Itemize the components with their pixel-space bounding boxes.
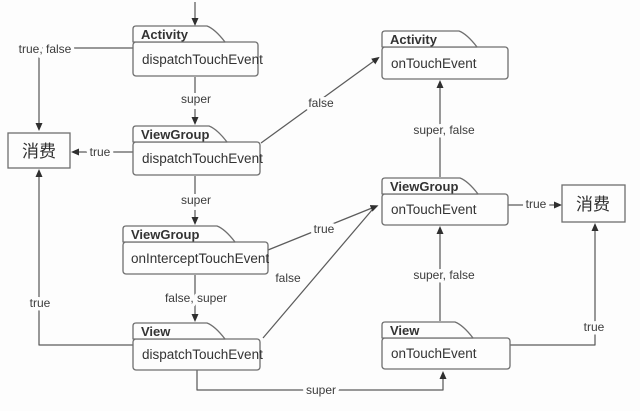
package-tab	[381, 321, 474, 339]
node-consume-left: 消费	[7, 132, 71, 169]
edge-true-intercept-to-vgontouch	[267, 205, 379, 251]
package-tab	[381, 177, 479, 195]
edge-labels: true, false super super false, super tru…	[15, 39, 608, 401]
node-title: ViewGroup	[390, 179, 458, 194]
edge-label-true-viewdispatch: true	[30, 296, 51, 310]
node-viewgroup-dispatchtouchevent: ViewGroup dispatchTouchEvent	[132, 125, 263, 176]
edge-label-true-false: true, false	[19, 42, 72, 56]
node-method: dispatchTouchEvent	[142, 347, 263, 362]
node-method: onTouchEvent	[391, 346, 477, 361]
edge-false-vgdispatch-to-activityontouch	[260, 56, 380, 144]
package-tab	[132, 322, 226, 340]
edge-label-super-false-bottom: super, false	[413, 268, 475, 282]
edge-label-super-2: super	[181, 193, 211, 207]
node-method: dispatchTouchEvent	[142, 52, 263, 67]
node-title: Activity	[390, 32, 438, 47]
consume-label: 消费	[22, 142, 56, 161]
node-activity-ontouchevent: Activity onTouchEvent	[381, 30, 509, 80]
node-method: dispatchTouchEvent	[142, 151, 263, 166]
edge-false-viewdispatch-to-vgontouch	[262, 209, 373, 339]
node-title: Activity	[141, 27, 189, 42]
edge-label-false-to-activity: false	[308, 96, 334, 110]
consume-box	[7, 132, 71, 169]
package-tab	[132, 25, 226, 43]
edge-label-super-1: super	[181, 92, 211, 106]
node-view-ontouchevent: View onTouchEvent	[381, 321, 511, 370]
edge-label-super-bottom: super	[306, 383, 336, 397]
node-method: onTouchEvent	[391, 202, 477, 217]
package-tab	[381, 30, 478, 48]
consume-label: 消费	[576, 195, 610, 214]
edge-label-true-intercept: true	[314, 222, 335, 236]
node-title: View	[390, 323, 420, 338]
edge-true-viewdispatch-to-consume	[35, 169, 133, 346]
node-viewgroup-ontouchevent: ViewGroup onTouchEvent	[381, 177, 509, 226]
node-title: ViewGroup	[131, 227, 199, 242]
edge-label-true-viewontouch: true	[584, 320, 605, 334]
edge-true-false-activity-to-consume	[35, 47, 133, 131]
edge-true-viewontouch-to-consume	[510, 223, 599, 346]
edge-label-true-vgontouch: true	[526, 197, 547, 211]
node-title: ViewGroup	[141, 127, 209, 142]
package-tab	[132, 125, 228, 143]
edge-label-super-false-top: super, false	[413, 123, 475, 137]
edge-label-true-vgdispatch: true	[90, 145, 111, 159]
node-consume-right: 消费	[561, 184, 626, 223]
consume-box	[561, 184, 626, 223]
edge-super-viewdispatch-to-viewontouch	[196, 370, 447, 391]
node-viewgroup-onintercepttouchevent: ViewGroup onInterceptTouchEvent	[122, 225, 269, 275]
node-title: View	[141, 324, 171, 339]
edge-label-false-super: false, super	[165, 291, 227, 305]
edge-label-false-viewdispatch: false	[275, 271, 301, 285]
node-view-dispatchtouchevent: View dispatchTouchEvent	[132, 322, 263, 371]
edges	[35, 2, 599, 391]
node-method: onTouchEvent	[391, 56, 477, 71]
node-activity-dispatchtouchevent: Activity dispatchTouchEvent	[132, 25, 263, 77]
node-method: onInterceptTouchEvent	[131, 251, 269, 266]
package-tab	[122, 225, 236, 243]
